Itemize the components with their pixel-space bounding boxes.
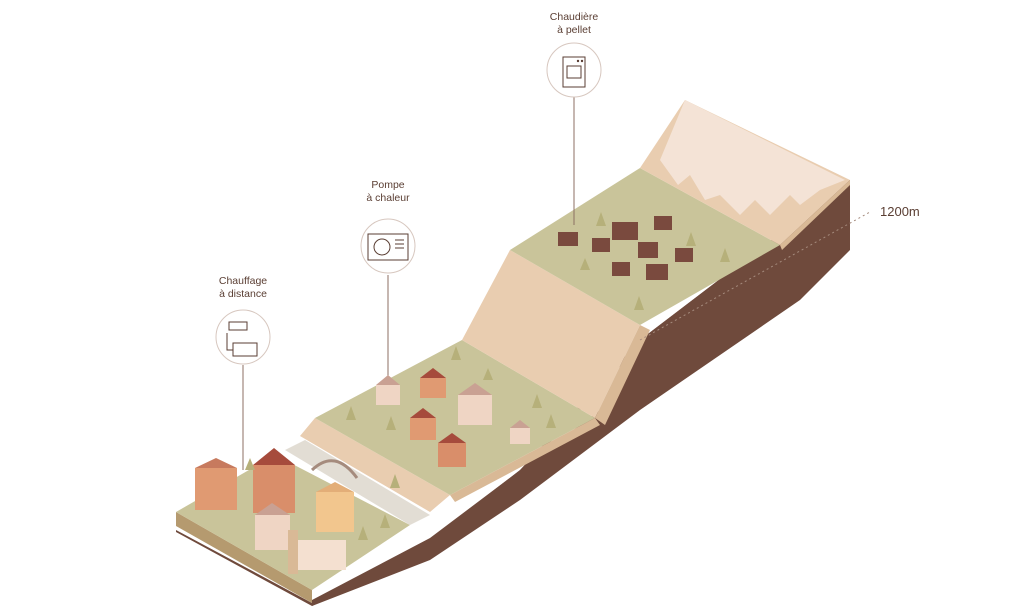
- mountain-snow: [660, 100, 845, 215]
- lower-slope: [300, 418, 450, 512]
- district-heating-line2: à distance: [219, 288, 267, 300]
- pellet-boiler-line2: à pellet: [557, 24, 591, 36]
- trees: [245, 212, 730, 540]
- upper-slope: [462, 250, 640, 418]
- district-heating-label: Chauffage à distance: [203, 275, 283, 301]
- middle-plateau-edge: [450, 418, 600, 502]
- town-buildings: [195, 448, 359, 574]
- heat-pump-line1: Pompe: [371, 179, 405, 191]
- heat-pump-line2: à chaleur: [366, 192, 410, 204]
- pellet-boiler-icon: [546, 42, 602, 98]
- district-heating-line1: Chauffage: [218, 275, 268, 287]
- pellet-boiler-line1: Chaudière: [549, 11, 599, 23]
- heat-pump-label: Pompe à chaleur: [348, 179, 428, 205]
- district-heating-icon: [215, 309, 271, 365]
- slab-front-edge: [176, 512, 312, 603]
- heat-pump-icon: [360, 218, 416, 274]
- altitude-label: 1200m: [880, 204, 920, 219]
- heatpump-village: [376, 368, 530, 467]
- cliff-face: [312, 180, 850, 606]
- upper-slope-shade: [595, 325, 650, 425]
- apartment-block: [195, 468, 237, 510]
- mountain-right-face: [780, 180, 850, 250]
- pellet-boiler-label: Chaudière à pellet: [534, 11, 614, 37]
- pellet-village: [558, 216, 693, 280]
- altitude-line: [639, 211, 871, 341]
- river-band: [285, 440, 430, 525]
- middle-plateau: [315, 340, 595, 495]
